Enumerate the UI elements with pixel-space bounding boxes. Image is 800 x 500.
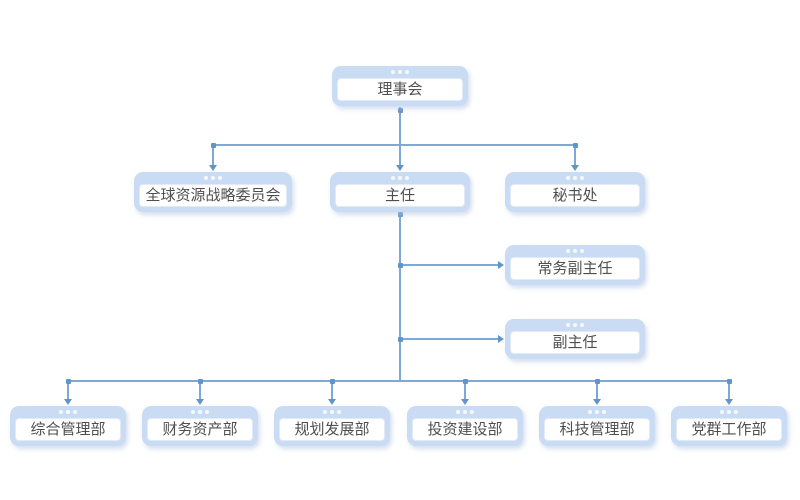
- org-node-dept-general-management: 综合管理部: [10, 406, 126, 446]
- org-node-dept-party-mass-work: 党群工作部: [671, 406, 787, 446]
- org-node-dept-tech-management: 科技管理部: [539, 406, 655, 446]
- node-label: 综合管理部: [30, 420, 106, 438]
- org-node-dept-planning-development: 规划发展部: [274, 406, 390, 446]
- node-label: 副主任: [552, 333, 598, 351]
- node-dots-icon: [142, 410, 258, 414]
- node-label: 科技管理部: [559, 420, 635, 438]
- node-dots-icon: [407, 410, 523, 414]
- node-label: 投资建设部: [427, 420, 503, 438]
- org-node-board-of-directors: 理事会: [332, 66, 468, 106]
- org-node-deputy-director: 副主任: [505, 319, 645, 359]
- node-dots-icon: [671, 410, 787, 414]
- node-label: 主任: [384, 186, 415, 204]
- org-node-director: 主任: [330, 172, 470, 212]
- node-dots-icon: [332, 70, 468, 74]
- org-node-dept-investment-construction: 投资建设部: [407, 406, 523, 446]
- org-node-dept-finance-assets: 财务资产部: [142, 406, 258, 446]
- node-dots-icon: [274, 410, 390, 414]
- org-node-secretariat: 秘书处: [505, 172, 645, 212]
- node-dots-icon: [539, 410, 655, 414]
- connector-to-departments: [64, 379, 733, 405]
- node-dots-icon: [505, 249, 645, 253]
- connector-director-to-deputies: [398, 212, 504, 382]
- node-label: 规划发展部: [294, 420, 370, 438]
- node-dots-icon: [134, 176, 292, 180]
- node-dots-icon: [10, 410, 126, 414]
- org-node-executive-deputy-director: 常务副主任: [505, 245, 645, 285]
- node-dots-icon: [330, 176, 470, 180]
- node-label: 党群工作部: [691, 420, 767, 438]
- node-label: 秘书处: [552, 186, 598, 204]
- node-label: 常务副主任: [537, 259, 613, 277]
- node-dots-icon: [505, 176, 645, 180]
- org-node-global-resources-strategy-committee: 全球资源战略委员会: [134, 172, 292, 212]
- node-dots-icon: [505, 323, 645, 327]
- node-label: 全球资源战略委员会: [145, 186, 281, 204]
- node-label: 理事会: [377, 80, 423, 98]
- connector-root-to-level2: [209, 107, 579, 171]
- node-label: 财务资产部: [162, 420, 238, 438]
